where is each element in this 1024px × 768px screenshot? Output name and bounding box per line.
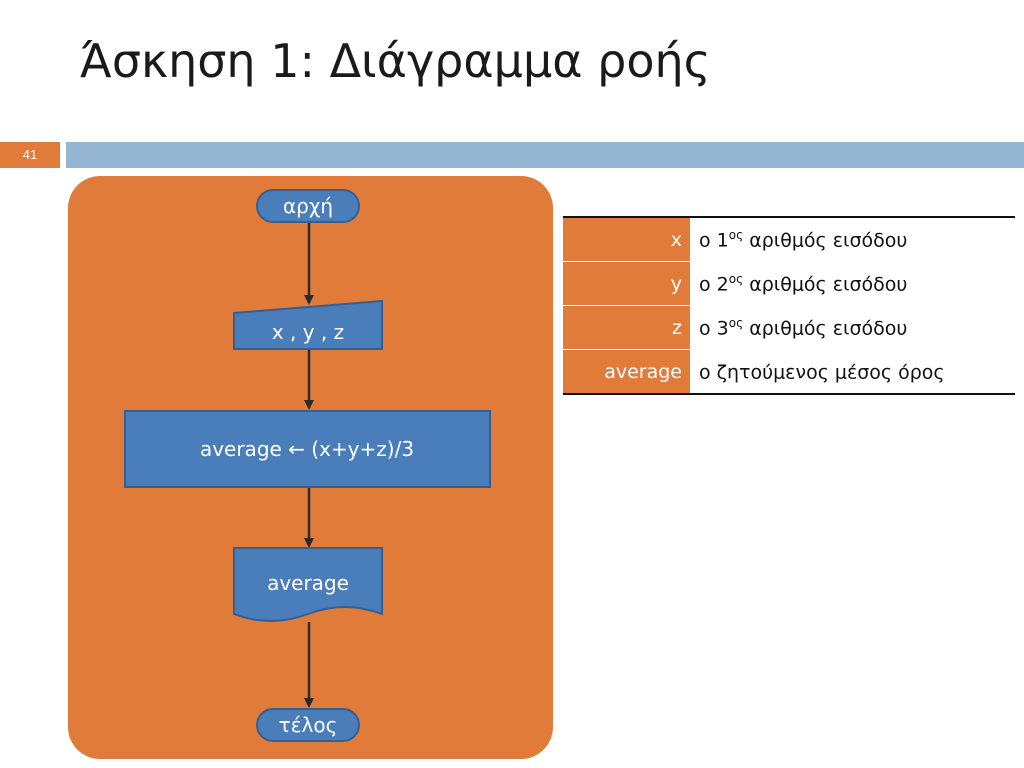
table-row: x ο 1ος αριθμός εισόδου	[563, 217, 1015, 262]
input-node: x , y , z	[233, 299, 383, 350]
variable-name: z	[563, 305, 691, 350]
slide-title: Άσκηση 1: Διάγραμμα ροής	[80, 34, 711, 88]
variable-description: ο 2ος αριθμός εισόδου	[690, 261, 1015, 306]
table-row: average ο ζητούμενος μέσος όρος	[563, 349, 1015, 394]
slide-number: 41	[0, 142, 60, 168]
variable-name: x	[563, 217, 691, 262]
description-text: ο ζητούμενος μέσος όρος	[699, 361, 945, 384]
variable-name: average	[563, 349, 691, 394]
table-row: z ο 3ος αριθμός εισόδου	[563, 305, 1015, 350]
input-node-label: x , y , z	[272, 320, 344, 344]
variable-description: ο ζητούμενος μέσος όρος	[690, 349, 1015, 394]
variable-name: y	[563, 261, 691, 306]
description-text: αριθμός εισόδου	[743, 273, 908, 296]
ordinal-suffix: ος	[728, 271, 744, 286]
header-bar	[66, 142, 1024, 168]
process-node: average ← (x+y+z)/3	[124, 410, 491, 488]
end-node: τέλος	[256, 708, 360, 742]
ordinal-suffix: ος	[728, 315, 744, 330]
variable-description: ο 1ος αριθμός εισόδου	[690, 217, 1015, 262]
output-node: average	[233, 547, 383, 622]
variables-table: x ο 1ος αριθμός εισόδου y ο 2ος αριθμός …	[563, 216, 1015, 395]
table-row: y ο 2ος αριθμός εισόδου	[563, 261, 1015, 306]
output-node-label: average	[267, 571, 349, 595]
process-node-label: average ← (x+y+z)/3	[200, 437, 414, 461]
description-text: ο 2	[699, 273, 729, 296]
ordinal-suffix: ος	[728, 227, 744, 242]
description-text: ο 3	[699, 317, 729, 340]
end-node-label: τέλος	[279, 713, 338, 737]
description-text: αριθμός εισόδου	[743, 229, 908, 252]
description-text: ο 1	[699, 229, 729, 252]
start-node-label: αρχή	[283, 194, 333, 218]
variable-description: ο 3ος αριθμός εισόδου	[690, 305, 1015, 350]
description-text: αριθμός εισόδου	[743, 317, 908, 340]
start-node: αρχή	[256, 189, 360, 223]
